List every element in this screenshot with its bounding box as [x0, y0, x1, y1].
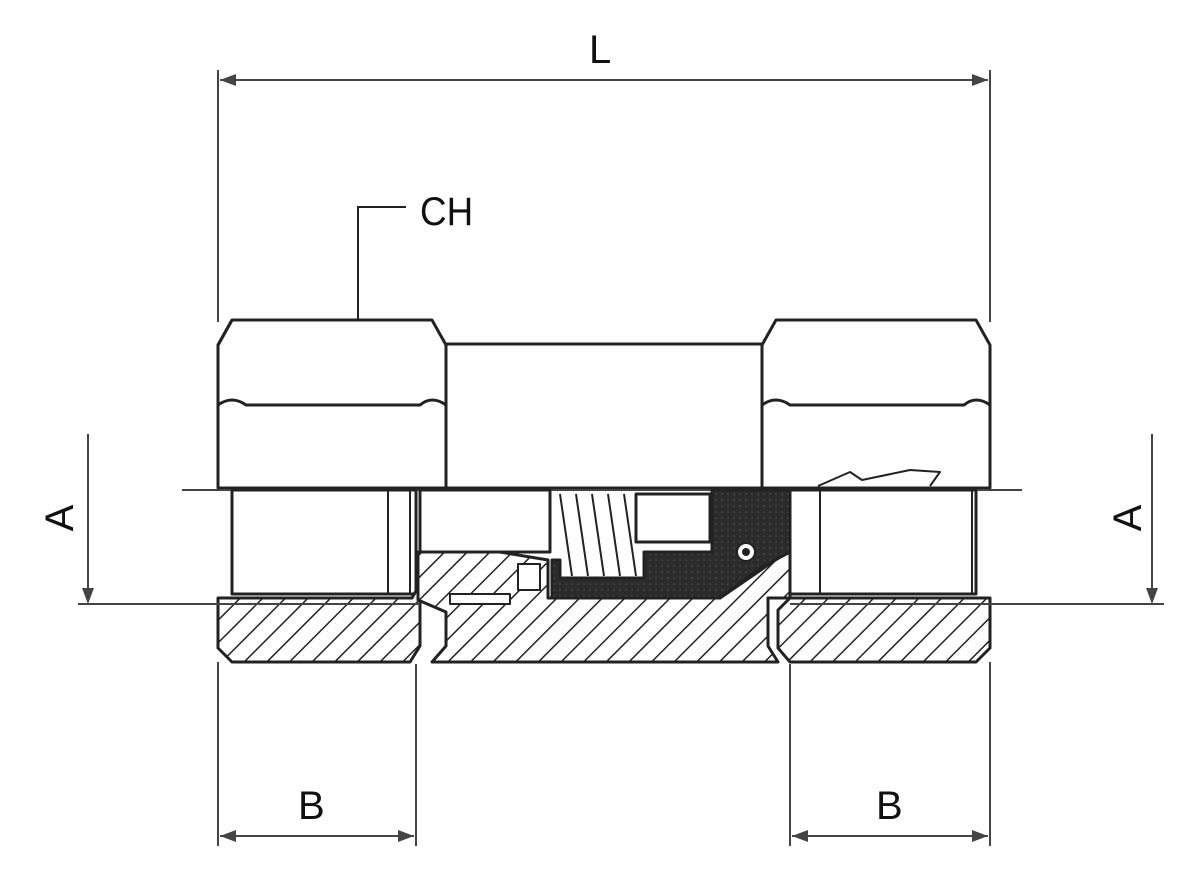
left-wall-hatched [216, 582, 422, 664]
center-wall-hatched [416, 548, 792, 664]
label-B-right: B [876, 784, 903, 828]
arrowhead-right [972, 74, 988, 86]
dimension-A [78, 434, 1164, 605]
label-A-right: A [1106, 504, 1150, 532]
valve-cavity [418, 488, 552, 554]
arrowhead-left [220, 74, 236, 86]
right-wall-hatched [776, 596, 992, 664]
right-bore [788, 488, 978, 596]
poppet [550, 488, 792, 600]
dimension-B [217, 662, 991, 846]
dimension-L [217, 70, 991, 322]
thread-marking [817, 469, 941, 487]
hex-nut-right-flat [761, 398, 991, 407]
label-B-left: B [298, 784, 325, 828]
left-bore [230, 488, 418, 596]
center-body [444, 342, 766, 490]
spring [559, 493, 637, 577]
section-view [216, 469, 992, 664]
poppet-stem [634, 492, 712, 544]
hex-nut-left-flat [217, 398, 447, 407]
label-CH: CH [420, 190, 474, 234]
exterior-view [216, 318, 992, 490]
label-L: L [589, 28, 612, 72]
label-A-left: A [38, 504, 82, 532]
seal [517, 563, 541, 591]
